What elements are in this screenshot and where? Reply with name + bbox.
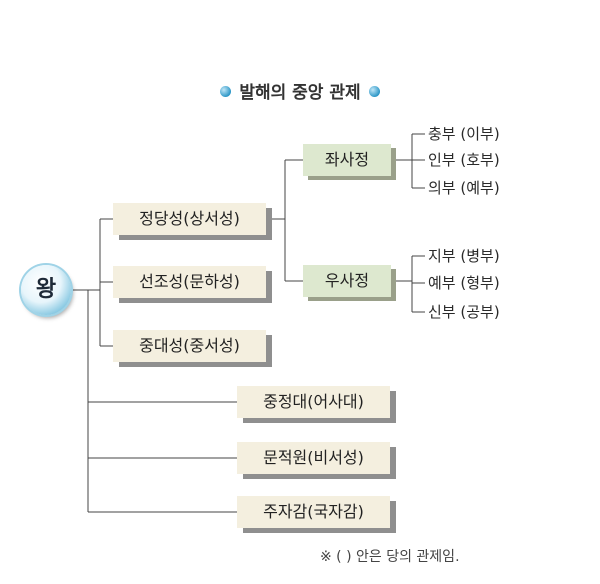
bullet-dot-icon xyxy=(220,85,232,97)
footnote: ※ ( ) 안은 당의 관제임. xyxy=(320,549,460,565)
office-jeongdang: 정당성(상서성) xyxy=(113,203,266,235)
ministry-right-1: 지부 (병부) xyxy=(428,247,500,265)
branch-right: 우사정 xyxy=(303,265,391,297)
office-jungjeong: 중정대(어사대) xyxy=(237,386,390,418)
king-circle: 왕 xyxy=(21,265,71,315)
bullet-dot-icon xyxy=(368,85,380,97)
ministry-left-1: 충부 (이부) xyxy=(428,125,500,143)
ministry-left-3: 의부 (예부) xyxy=(428,179,500,197)
branch-left: 좌사정 xyxy=(303,144,391,176)
office-seonjo: 선조성(문하성) xyxy=(113,266,266,298)
ministry-right-2: 예부 (형부) xyxy=(428,274,500,292)
ministry-left-2: 인부 (호부) xyxy=(428,151,500,169)
ministry-right-3: 신부 (공부) xyxy=(428,303,500,321)
office-jungdae: 중대성(중서성) xyxy=(113,330,266,362)
title-text: 발해의 중앙 관제 xyxy=(239,83,361,103)
office-munjeok: 문적원(비서성) xyxy=(237,442,390,474)
diagram-title: 발해의 중앙 관제 xyxy=(0,78,600,103)
office-juja: 주자감(국자감) xyxy=(237,496,390,528)
